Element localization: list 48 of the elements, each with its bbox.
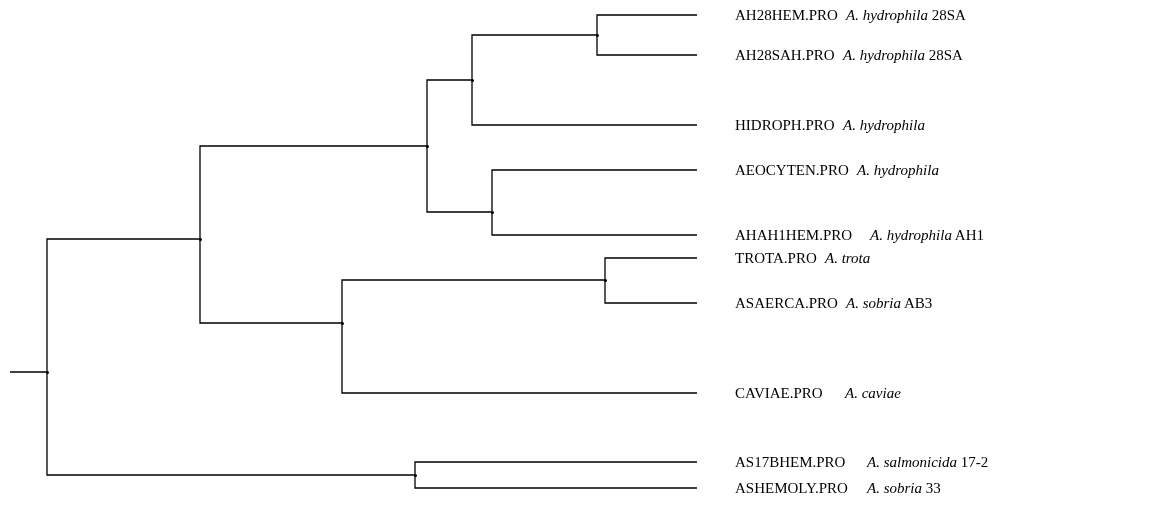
sequence-label: AH28HEM.PRO — [735, 6, 838, 25]
tree-branch — [491, 211, 698, 236]
species-label: A. hydrophila 28SA — [843, 46, 963, 65]
tree-branch — [426, 145, 493, 213]
tree-branch — [414, 461, 698, 476]
tree-branch — [341, 322, 698, 394]
species-label: A. trota — [825, 249, 871, 268]
tree-branch — [604, 257, 698, 281]
sequence-label: ASHEMOLY.PRO — [735, 479, 848, 498]
species-label: A. sobria AB3 — [846, 294, 933, 313]
tree-branch — [471, 79, 698, 126]
branch-node — [425, 144, 429, 148]
species-label: A. hydrophila — [857, 161, 939, 180]
branch-node — [45, 370, 49, 374]
tree-branch — [491, 169, 698, 213]
tree-branch — [596, 34, 698, 56]
sequence-label: AHAH1HEM.PRO — [735, 226, 853, 245]
tree-branch — [9, 371, 48, 373]
species-label: A. hydrophila 28SA — [846, 6, 966, 25]
branch-node — [198, 237, 202, 241]
branch-node — [340, 321, 344, 325]
tree-branch — [471, 34, 598, 81]
branch-node — [603, 278, 607, 282]
branch-node — [490, 210, 494, 214]
tree-branch — [414, 474, 698, 489]
branch-node — [595, 33, 599, 37]
tree-branch — [199, 238, 343, 324]
tree-branch — [426, 79, 473, 147]
species-label: A. salmonicida 17-2 — [867, 453, 989, 472]
tree-branch — [596, 14, 698, 36]
species-label: A. hydrophila AH1 — [870, 226, 985, 245]
sequence-label: AEOCYTEN.PRO — [735, 161, 849, 180]
branch-node — [470, 78, 474, 82]
branch-node — [413, 473, 417, 477]
tree-branch — [46, 238, 201, 373]
tree-branch — [46, 371, 416, 476]
species-label: A. sobria 33 — [867, 479, 941, 498]
species-label: A. caviae — [845, 384, 901, 403]
sequence-label: CAVIAE.PRO — [735, 384, 823, 403]
sequence-label: AS17BHEM.PRO — [735, 453, 846, 472]
sequence-label: AH28SAH.PRO — [735, 46, 835, 65]
sequence-label: HIDROPH.PRO — [735, 116, 835, 135]
sequence-label: TROTA.PRO — [735, 249, 817, 268]
species-label: A. hydrophila — [843, 116, 925, 135]
tree-branch — [341, 279, 606, 324]
sequence-label: ASAERCA.PRO — [735, 294, 838, 313]
tree-branch — [199, 145, 428, 240]
tree-branch — [604, 279, 698, 304]
